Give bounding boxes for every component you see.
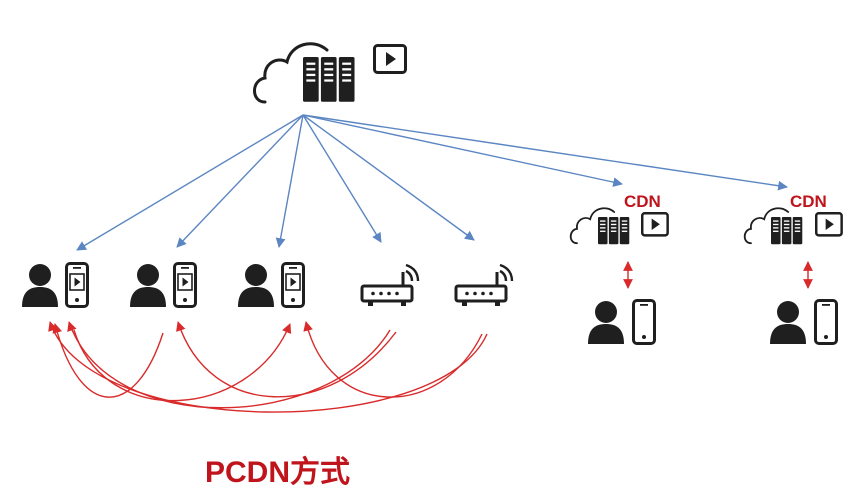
person-icon [588, 301, 624, 344]
diagram-caption: PCDN方式 [205, 455, 350, 489]
arrow-to-cdn-2 [302, 114, 788, 191]
peer-2 [130, 262, 197, 308]
peer-1 [22, 262, 89, 308]
phone-video-icon [281, 262, 305, 308]
p2p-curve [52, 323, 164, 398]
p2p-curve [73, 323, 292, 402]
peer-3 [238, 262, 305, 308]
arrow-to-peer-3 [275, 114, 304, 248]
peer-5 [454, 263, 514, 308]
phone-icon [814, 299, 838, 345]
video-play-icon [373, 44, 407, 74]
arrow-to-peer-4 [302, 114, 382, 243]
video-play-icon [640, 211, 669, 237]
arrow-to-peer-5 [302, 114, 475, 241]
cdn-label: CDN [624, 192, 661, 211]
origin-distribution-arrows [76, 114, 788, 251]
origin-cloud-server [253, 42, 407, 104]
person-icon [770, 301, 806, 344]
person-icon [130, 264, 166, 307]
person-icon [238, 264, 274, 307]
person-icon [22, 264, 58, 307]
arrow-to-peer-1 [76, 114, 304, 251]
phone-icon [632, 299, 656, 345]
p2p-curve [176, 321, 397, 398]
arrow-to-cdn-1 [302, 114, 623, 187]
wifi-router-icon [454, 263, 514, 308]
p2p-curve [48, 321, 488, 413]
peer-4 [360, 263, 420, 308]
cloud-icon [743, 207, 790, 245]
phone-video-icon [65, 262, 89, 308]
wifi-router-icon [360, 263, 420, 308]
cloud-icon [569, 207, 616, 245]
arrow-to-peer-2 [176, 114, 304, 248]
cdn-node-2: CDN [743, 192, 843, 345]
video-play-icon [814, 211, 843, 237]
cdn-label: CDN [790, 192, 827, 211]
p2p-sharing-arrows [48, 321, 488, 413]
server-icon [303, 57, 355, 102]
cdn-node-1: CDN [569, 192, 669, 345]
p2p-curve [67, 321, 391, 409]
server-icon [771, 217, 803, 245]
p2p-curve [303, 321, 483, 398]
phone-video-icon [173, 262, 197, 308]
server-icon [598, 217, 630, 245]
